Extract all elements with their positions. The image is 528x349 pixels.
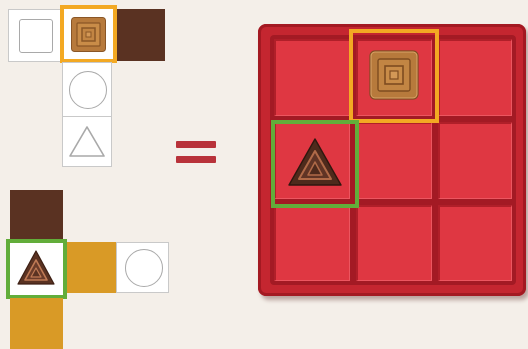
top-card-white-triangle-cell xyxy=(62,116,112,167)
top-card-dark-chocolate-cell xyxy=(117,9,165,61)
board-slot-r3-c1[interactable] xyxy=(274,205,350,281)
bottom-card-caramel-bottom-cell xyxy=(10,298,63,349)
square-outline-icon xyxy=(19,19,53,53)
bottom-clue-card xyxy=(0,185,170,349)
bottom-card-caramel-right-cell xyxy=(67,242,117,293)
top-clue-card xyxy=(0,0,170,170)
circle-outline-icon xyxy=(69,71,107,109)
board-slot-r3-c3[interactable] xyxy=(438,205,512,281)
equals-bar-bottom xyxy=(176,156,216,163)
placed-milk-chocolate-square-icon[interactable] xyxy=(369,50,419,100)
placed-dark-chocolate-triangle-icon[interactable] xyxy=(287,137,343,189)
bottom-card-dark-chocolate-cell xyxy=(10,190,63,243)
board-slot-r2-c2[interactable] xyxy=(356,122,432,199)
milk-chocolate-square-piece-icon xyxy=(71,17,106,52)
board-slot-r1-c1[interactable] xyxy=(274,39,350,116)
top-card-white-circle-cell xyxy=(62,62,112,117)
top-card-white-square-cell xyxy=(8,9,62,62)
board-slot-r2-c3[interactable] xyxy=(438,122,512,199)
equals-bar-top xyxy=(176,141,216,148)
board-slot-r3-c2[interactable] xyxy=(356,205,432,281)
triangle-outline-icon xyxy=(68,125,106,159)
board-slot-r1-c3[interactable] xyxy=(438,39,512,116)
circle-outline-icon xyxy=(125,249,163,287)
dark-chocolate-triangle-piece-icon xyxy=(16,249,56,287)
bottom-card-white-circle-cell xyxy=(116,242,169,293)
bottom-card-selected-cell[interactable] xyxy=(6,239,67,299)
top-card-selected-cell[interactable] xyxy=(60,5,117,63)
